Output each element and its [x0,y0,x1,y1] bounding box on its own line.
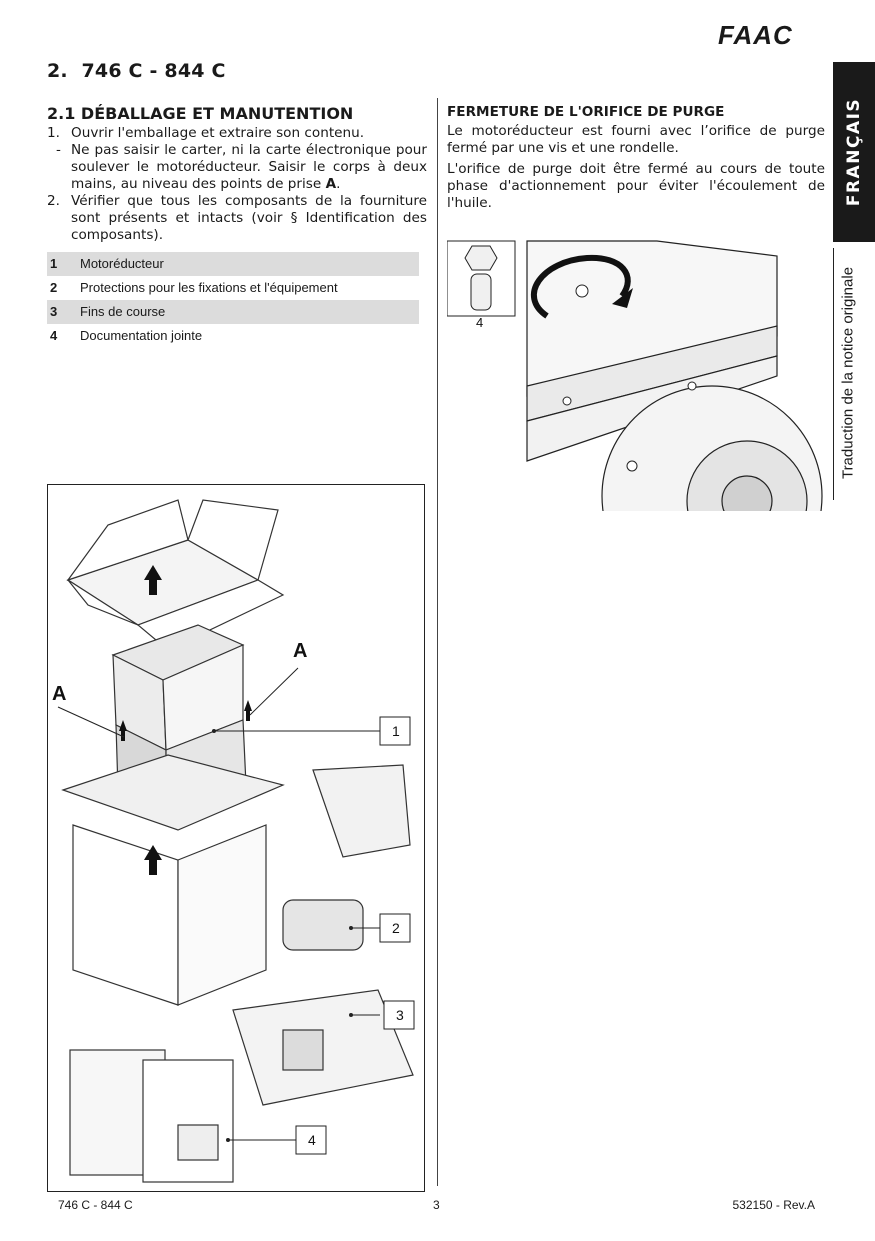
bolt [687,381,697,391]
callout-box [295,1125,327,1155]
step-text: Vérifier que tous les composants de la f… [71,193,427,243]
part-label: Fins de course [80,304,166,319]
part-label: Protections pour les fixations et l'équi… [80,280,338,295]
part-label: Motoréducteur [80,256,164,271]
step-marker: 2. [47,193,60,209]
unpacking-title: 2.1 DÉBALLAGE ET MANUTENTION [47,104,354,123]
screw-body-icon [470,273,492,311]
callout-box [379,716,411,746]
parts-list: 1 Motoréducteur 2 Protections pour les f… [47,252,419,348]
parts-row: 2 Protections pour les fixations et l'éq… [47,276,419,300]
callout-label: 2 [392,920,400,936]
box-front [177,824,267,1006]
manual-2 [142,1059,234,1183]
part-number: 3 [50,304,58,319]
parts-row: 4 Documentation jointe [47,324,419,348]
arrow-head-icon [612,288,633,308]
accessory-bag [312,764,411,858]
motor-housing [526,240,778,397]
section-title: 2. 746 C - 844 C [47,60,226,82]
footer-reference: 532150 - Rev.A [732,1198,816,1212]
faac-logo: FAAC [718,22,793,48]
purge-screw [575,284,589,298]
notice-text: Traduction de la notice originale [839,266,857,479]
step-2: 2. Vérifier que tous les composants de l… [47,193,427,244]
step-text-end: . [336,176,341,192]
parts-row: 3 Fins de course [47,300,419,324]
box-side [72,824,179,1006]
section-name: 746 C - 844 C [81,60,226,82]
footer-page-number: 3 [433,1198,440,1212]
lid-flap [66,499,189,582]
screw-label: 4 [476,315,483,330]
callout-box [383,1000,415,1030]
purge-illustration: 4 [446,240,823,607]
step-marker: - [56,142,61,158]
parts-row: 1 Motoréducteur [47,252,419,276]
step-1: 1. Ouvrir l'emballage et extraire son co… [47,125,427,142]
purge-title: FERMETURE DE L'ORIFICE DE PURGE [447,104,725,120]
manual-gate-picture [177,1124,219,1161]
logo-text: FAAC [718,22,793,48]
screw-head-icon [464,245,498,271]
section-number: 2. [47,60,68,82]
purge-section: FERMETURE DE L'ORIFICE DE PURGE Le motor… [447,104,825,216]
unpacking-illustration: A A 1 2 3 4 [52,499,415,1183]
step-bold: A [325,176,337,192]
step-text: Ouvrir l'emballage et extraire son conte… [71,125,365,141]
cover-piece [282,899,364,951]
notice-divider [833,248,834,500]
box-opening [61,754,285,831]
language-tab: FRANÇAIS [833,62,875,242]
limit-switch [282,1029,324,1071]
callout-box [379,913,411,943]
step-dash: - Ne pas saisir le carter, ni la carte é… [47,142,427,193]
part-number: 1 [50,256,58,271]
part-number: 4 [50,328,58,343]
step-text: Ne pas saisir le carter, ni la carte éle… [71,142,427,192]
unpacking-figure: A A 1 2 3 4 [47,484,425,1192]
purge-paragraph-2: L'orifice de purge doit être fermé au co… [447,161,825,211]
callout-label: 4 [308,1132,316,1148]
grip-label-a: A [293,640,307,662]
callout-label: 1 [392,723,400,739]
part-number: 2 [50,280,58,295]
lid-flap [187,499,279,581]
bolt [562,396,572,406]
arrow-up-icon [144,565,162,595]
arrow-up-icon [244,700,252,721]
lid-flap [67,579,139,626]
grip-label-a: A [52,683,66,705]
callout-label: 3 [396,1007,404,1023]
part-label: Documentation jointe [80,328,203,343]
purge-paragraph-1: Le motoréducteur est fourni avec l’orifi… [447,123,825,156]
rotation-arrow-icon [531,254,631,319]
column-divider [437,98,438,1186]
arrow-up-icon [144,845,162,875]
language-label: FRANÇAIS [844,97,864,207]
footer-model: 746 C - 844 C [58,1198,133,1212]
purge-figure: 4 [446,236,825,607]
bolt [626,460,638,472]
step-marker: 1. [47,125,60,141]
notice-label: Traduction de la notice originale [833,250,863,495]
unpacking-section: 2.1 DÉBALLAGE ET MANUTENTION 1. Ouvrir l… [47,104,427,348]
